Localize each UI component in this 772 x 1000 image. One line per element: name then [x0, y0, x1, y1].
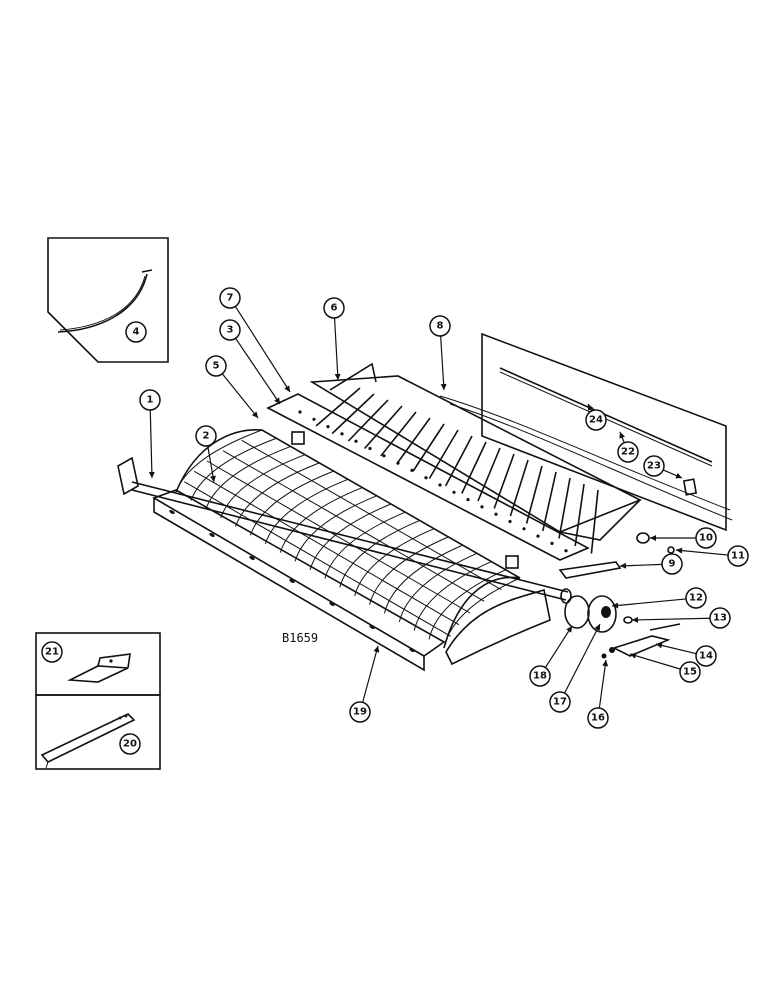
callout-label: 4: [133, 327, 140, 338]
callout-12: 12: [685, 587, 707, 609]
callout-17: 17: [549, 691, 571, 713]
callout-23: 23: [643, 455, 665, 477]
callout-label: 14: [699, 651, 713, 662]
callout-13: 13: [709, 607, 731, 629]
upper-panel-assembly: [481, 332, 727, 532]
perforated-bar: [266, 393, 590, 561]
concave-grate: [175, 429, 551, 666]
leader-arrow-23: [675, 472, 682, 479]
leader-line-3: [235, 337, 281, 405]
callout-18: 18: [529, 665, 551, 687]
callout-label: 1: [147, 395, 154, 406]
leader-line-17: [564, 623, 601, 694]
callout-label: 18: [533, 671, 547, 682]
leader-lines: [148, 306, 729, 709]
callout-label: 3: [227, 325, 234, 336]
leader-arrow-13: [632, 616, 639, 623]
callout-label: 6: [331, 303, 338, 314]
leader-arrow-10: [650, 535, 656, 541]
callout-label: 16: [591, 713, 605, 724]
callout-label: 9: [669, 559, 676, 570]
leader-arrow-2: [210, 475, 216, 482]
callout-label: 12: [689, 593, 703, 604]
callout-6: 6: [323, 297, 345, 319]
inset-part-4: [47, 237, 169, 363]
callout-8: 8: [429, 315, 451, 337]
callout-2: 2: [195, 425, 217, 447]
leader-line-5: [221, 373, 259, 419]
leader-line-9: [619, 563, 663, 567]
leader-arrow-6: [334, 373, 341, 380]
leader-arrow-11: [676, 547, 683, 554]
leader-line-2: [207, 445, 215, 483]
leader-line-7: [234, 306, 291, 393]
callout-9: 9: [661, 553, 683, 575]
callout-10: 10: [695, 527, 717, 549]
leader-line-1: [149, 409, 153, 479]
callout-label: 17: [553, 697, 567, 708]
callout-22: 22: [617, 441, 639, 463]
callout-label: 24: [589, 415, 603, 426]
front-plate: [152, 489, 446, 672]
leader-arrow-18: [566, 626, 572, 633]
slat-assembly: [309, 362, 733, 554]
leader-arrow-14: [656, 642, 663, 649]
leader-line-11: [675, 549, 729, 556]
callout-label: 20: [123, 739, 137, 750]
leader-line-12: [611, 598, 687, 607]
callout-label: 15: [683, 667, 697, 678]
callout-label: 22: [621, 447, 635, 458]
leader-line-8: [440, 335, 445, 391]
callout-19: 19: [349, 701, 371, 723]
leader-line-18: [544, 625, 573, 668]
callout-label: 13: [713, 613, 727, 624]
leader-arrow-15: [630, 652, 637, 659]
drawing-code: B1659: [282, 631, 318, 645]
leader-arrow-3: [274, 397, 280, 404]
callout-label: 21: [45, 647, 59, 658]
callout-label: 23: [647, 461, 661, 472]
callout-label: 10: [699, 533, 713, 544]
callout-14: 14: [695, 645, 717, 667]
callout-label: 11: [731, 551, 745, 562]
leader-arrow-1: [148, 471, 155, 478]
callout-label: 5: [213, 361, 220, 372]
callout-24: 24: [585, 409, 607, 431]
callout-21: 21: [41, 641, 63, 663]
leader-arrow-24: [588, 404, 594, 411]
callout-5: 5: [205, 355, 227, 377]
leader-line-13: [631, 617, 711, 621]
leader-arrow-7: [284, 385, 290, 392]
callout-7: 7: [219, 287, 241, 309]
leader-arrow-19: [373, 646, 380, 653]
callout-label: 8: [437, 321, 444, 332]
callout-11: 11: [727, 545, 749, 567]
callout-label: 19: [353, 707, 367, 718]
leader-arrow-8: [440, 383, 447, 390]
callout-1: 1: [139, 389, 161, 411]
leader-line-6: [333, 317, 339, 381]
leader-arrow-22: [619, 432, 626, 439]
callout-label: 7: [227, 293, 234, 304]
callout-label: 2: [203, 431, 210, 442]
leader-line-19: [362, 645, 379, 703]
shaft: [117, 456, 572, 604]
leader-arrow-16: [602, 660, 609, 667]
leader-line-16: [598, 659, 607, 709]
leader-arrow-9: [620, 562, 627, 569]
leader-arrow-17: [594, 624, 600, 631]
leader-arrow-12: [612, 602, 619, 609]
inset-part-20: [35, 694, 161, 770]
leader-arrow-5: [251, 411, 258, 418]
callout-3: 3: [219, 319, 241, 341]
leader-line-14: [655, 643, 697, 655]
end-hardware: [558, 532, 681, 659]
callout-4: 4: [125, 321, 147, 343]
callout-15: 15: [679, 661, 701, 683]
callout-16: 16: [587, 707, 609, 729]
leader-line-15: [629, 653, 681, 670]
callout-20: 20: [119, 733, 141, 755]
